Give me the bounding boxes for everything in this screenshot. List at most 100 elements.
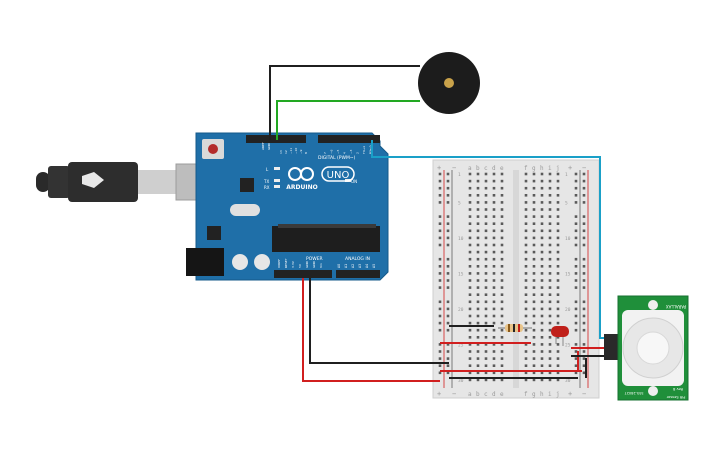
breadboard-hole bbox=[532, 179, 536, 183]
breadboard-hole bbox=[438, 279, 442, 282]
breadboard-hole bbox=[492, 186, 496, 190]
breadboard-hole bbox=[532, 279, 536, 282]
breadboard-hole bbox=[574, 272, 578, 275]
breadboard-hole bbox=[476, 215, 480, 218]
breadboard-hole bbox=[468, 257, 472, 261]
breadboard-hole bbox=[500, 357, 504, 360]
breadboard-hole bbox=[540, 357, 544, 360]
breadboard-hole bbox=[582, 328, 586, 332]
breadboard-hole bbox=[468, 321, 472, 325]
breadboard-hole bbox=[574, 243, 578, 247]
breadboard-hole bbox=[438, 286, 442, 289]
breadboard-hole bbox=[476, 293, 480, 296]
analog-pin-label: A5 bbox=[372, 264, 376, 268]
breadboard-hole bbox=[524, 286, 528, 289]
breadboard-hole bbox=[500, 236, 504, 240]
breadboard-hole bbox=[532, 307, 536, 311]
breadboard-hole bbox=[540, 201, 544, 204]
bb-column-label: d bbox=[492, 391, 496, 398]
breadboard-hole bbox=[468, 229, 472, 233]
breadboard-hole bbox=[446, 357, 450, 360]
breadboard-hole bbox=[468, 314, 472, 318]
breadboard-hole bbox=[476, 172, 480, 176]
breadboard-hole bbox=[492, 343, 496, 346]
breadboard-hole bbox=[556, 208, 560, 211]
breadboard-hole bbox=[468, 179, 472, 183]
breadboard-hole bbox=[492, 179, 496, 183]
breadboard-hole bbox=[446, 229, 450, 233]
breadboard-hole bbox=[468, 357, 472, 360]
breadboard-hole bbox=[492, 350, 496, 353]
breadboard-hole bbox=[556, 350, 560, 353]
breadboard-hole bbox=[446, 194, 450, 197]
breadboard-hole bbox=[468, 186, 472, 190]
breadboard-hole bbox=[524, 328, 528, 332]
breadboard-hole bbox=[484, 293, 488, 296]
breadboard-hole bbox=[524, 208, 528, 211]
breadboard-hole bbox=[574, 357, 578, 360]
breadboard-hole bbox=[500, 208, 504, 211]
breadboard-hole bbox=[492, 336, 496, 339]
breadboard-hole bbox=[524, 250, 528, 254]
bb-row-number: 1 bbox=[458, 172, 461, 178]
breadboard-hole bbox=[492, 314, 496, 318]
breadboard-hole bbox=[556, 357, 560, 360]
breadboard-hole bbox=[532, 286, 536, 289]
breadboard-hole bbox=[476, 378, 480, 382]
breadboard-hole bbox=[446, 286, 450, 289]
bb-row-number: 15 bbox=[458, 271, 464, 277]
breadboard-hole bbox=[532, 272, 536, 275]
breadboard-hole bbox=[438, 272, 442, 275]
digital-label: DIGITAL (PWM~) bbox=[318, 155, 356, 161]
breadboard-hole bbox=[446, 257, 450, 261]
breadboard-hole bbox=[532, 314, 536, 318]
breadboard-hole bbox=[524, 378, 528, 382]
breadboard-hole bbox=[574, 321, 578, 325]
breadboard-hole bbox=[548, 371, 552, 375]
breadboard-hole bbox=[484, 179, 488, 183]
breadboard-hole bbox=[524, 236, 528, 240]
digital-pin-label: 4 bbox=[343, 152, 347, 154]
breadboard-hole bbox=[446, 328, 450, 332]
breadboard-hole bbox=[468, 293, 472, 296]
breadboard-hole bbox=[500, 172, 504, 176]
breadboard-hole bbox=[574, 307, 578, 311]
wire-black-gnd bbox=[309, 278, 449, 364]
resistor bbox=[498, 324, 532, 332]
breadboard-hole bbox=[492, 222, 496, 225]
breadboard-hole bbox=[574, 371, 578, 375]
breadboard-hole bbox=[582, 279, 586, 282]
breadboard-hole bbox=[532, 250, 536, 254]
breadboard-hole bbox=[540, 286, 544, 289]
breadboard-hole bbox=[548, 201, 552, 204]
breadboard-hole bbox=[574, 194, 578, 197]
breadboard-hole bbox=[556, 336, 560, 339]
breadboard-hole bbox=[548, 229, 552, 233]
breadboard-hole bbox=[548, 215, 552, 218]
breadboard-hole bbox=[548, 321, 552, 325]
breadboard-hole bbox=[556, 243, 560, 247]
breadboard-hole bbox=[524, 265, 528, 268]
breadboard-hole bbox=[582, 236, 586, 240]
bb-column-label: g bbox=[532, 165, 536, 172]
breadboard-hole bbox=[476, 357, 480, 360]
breadboard-hole bbox=[524, 371, 528, 375]
breadboard-hole bbox=[540, 243, 544, 247]
breadboard-hole bbox=[476, 321, 480, 325]
breadboard-hole bbox=[484, 279, 488, 282]
digital-pin-label: ~6 bbox=[330, 149, 334, 154]
breadboard-hole bbox=[556, 321, 560, 325]
breadboard-hole bbox=[524, 257, 528, 261]
breadboard-hole bbox=[540, 314, 544, 318]
breadboard-hole bbox=[476, 307, 480, 311]
bb-row-number: 15 bbox=[565, 271, 571, 277]
breadboard-hole bbox=[574, 364, 578, 367]
rail-plus-top-right: + bbox=[568, 164, 572, 172]
breadboard-hole bbox=[540, 328, 544, 332]
breadboard-hole bbox=[548, 208, 552, 211]
breadboard-hole bbox=[524, 272, 528, 275]
breadboard-hole bbox=[532, 343, 536, 346]
breadboard-hole bbox=[492, 250, 496, 254]
breadboard-hole bbox=[484, 222, 488, 225]
